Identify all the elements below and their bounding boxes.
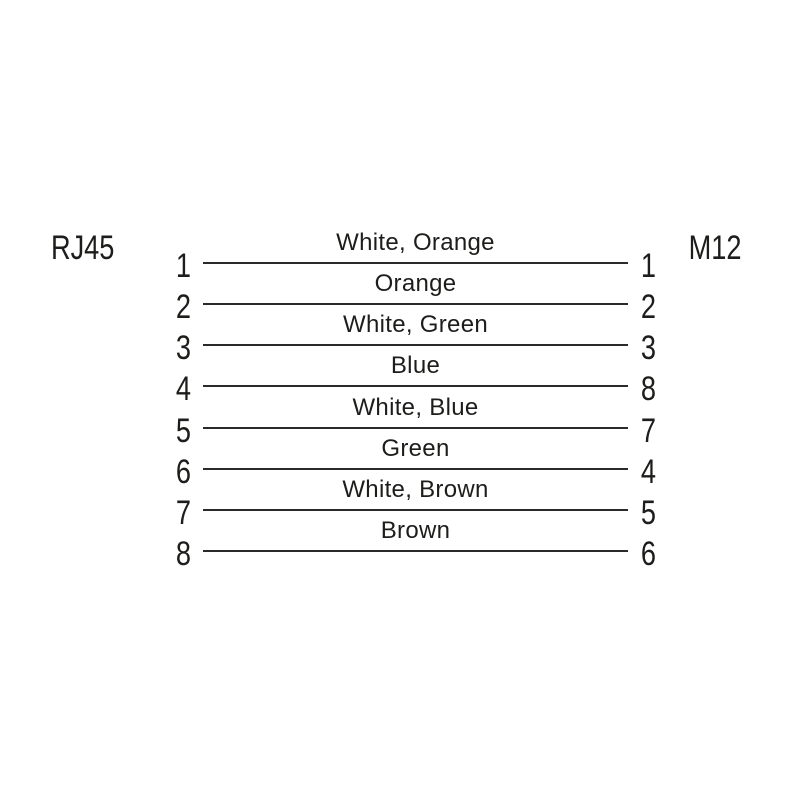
wire-line bbox=[203, 468, 628, 470]
wire-line bbox=[203, 427, 628, 429]
wire-color-label: Brown bbox=[380, 517, 451, 544]
wire-color-label: White, Blue bbox=[352, 394, 479, 421]
wire-color-label: Green bbox=[381, 435, 450, 462]
right-connector-text: M12 bbox=[688, 229, 742, 267]
right-pin-number: 3 bbox=[640, 329, 656, 367]
wire-line bbox=[203, 303, 628, 305]
wire-color-label: Orange bbox=[374, 270, 457, 297]
left-pin-number: 4 bbox=[175, 370, 191, 408]
left-connector-text: RJ45 bbox=[51, 229, 115, 267]
left-pin-number: 6 bbox=[175, 453, 191, 491]
wire-line bbox=[203, 344, 628, 346]
left-pin-number: 3 bbox=[175, 329, 191, 367]
left-pin-number: 5 bbox=[175, 412, 191, 450]
wire-line bbox=[203, 262, 628, 264]
wire-line bbox=[203, 550, 628, 552]
wire-color-label: White, Green bbox=[343, 311, 488, 338]
right-pin-number: 8 bbox=[640, 370, 656, 408]
left-pin-number: 1 bbox=[175, 247, 191, 285]
right-pin-number: 7 bbox=[640, 412, 656, 450]
right-pin-number: 6 bbox=[640, 535, 656, 573]
wire-color-label: White, Orange bbox=[336, 229, 495, 256]
left-pin-number: 2 bbox=[175, 288, 191, 326]
left-pin-number: 8 bbox=[175, 535, 191, 573]
right-pin-number: 1 bbox=[640, 247, 656, 285]
left-pin-number: 7 bbox=[175, 494, 191, 532]
right-pin-number: 2 bbox=[640, 288, 656, 326]
right-connector-title: M12 bbox=[655, 231, 775, 265]
right-pin-number: 4 bbox=[640, 453, 656, 491]
wire-line bbox=[203, 509, 628, 511]
left-connector-title: RJ45 bbox=[23, 231, 143, 265]
wire-color-label: Blue bbox=[390, 352, 441, 379]
wire-color-label: White, Brown bbox=[342, 476, 489, 503]
wire-line bbox=[203, 385, 628, 387]
right-pin-number: 5 bbox=[640, 494, 656, 532]
